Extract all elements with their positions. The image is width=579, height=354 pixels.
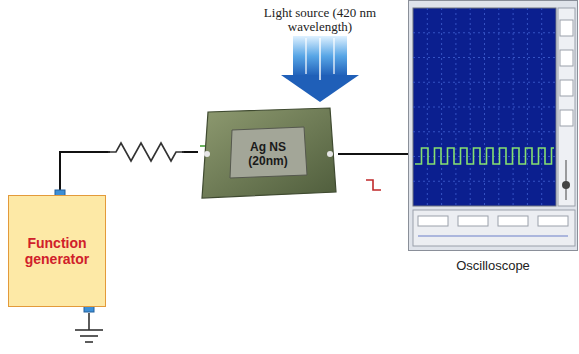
chip-pad [204, 151, 210, 157]
light-source-label: Light source (420 nm wavelength) [245, 6, 395, 34]
chip-pad [327, 151, 333, 157]
oscilloscope: Oscilloscope [408, 0, 578, 282]
wire [338, 153, 408, 155]
function-generator-box: Function generator [8, 195, 106, 307]
chip-substrate [202, 108, 336, 198]
node-label: Function generator [9, 235, 105, 267]
node-label: Ag NS (20nm) [238, 140, 298, 168]
oscilloscope-figure [408, 0, 578, 252]
light-beam-arrow [281, 36, 359, 102]
resistor-symbol [108, 140, 184, 164]
ground-symbol [75, 313, 103, 342]
chip-film [230, 127, 307, 178]
node-label: Oscilloscope [408, 258, 578, 273]
square-wave-trace [415, 148, 554, 164]
ag-ns-chip: Ag NS (20nm) [198, 104, 338, 204]
